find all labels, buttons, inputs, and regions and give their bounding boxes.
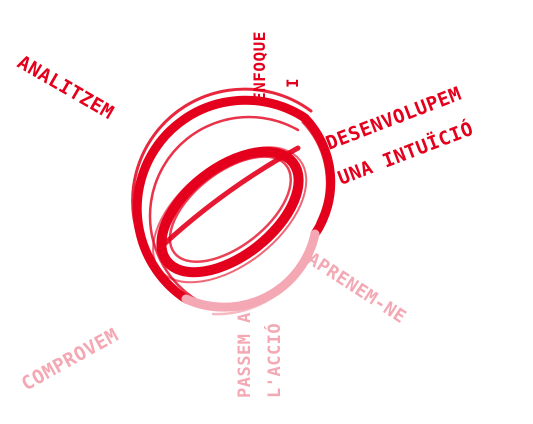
step-passem-line2: L'ACCIÓ <box>263 323 285 398</box>
step-enfoque-line2: I <box>283 78 302 88</box>
step-analitzem: ANALITZEM <box>14 51 118 124</box>
step-passem-line1: PASSEM A <box>235 312 255 398</box>
cycle-ring-inactive <box>181 229 320 316</box>
center-ellipse <box>152 146 308 284</box>
step-aprenem: APRENEM-NE <box>303 249 410 328</box>
step-comprovem: COMPROVEM <box>18 324 123 395</box>
step-enfoque: ENFOQUE <box>250 31 269 102</box>
cycle-ring-active <box>131 87 336 304</box>
center-stroke <box>157 145 301 251</box>
